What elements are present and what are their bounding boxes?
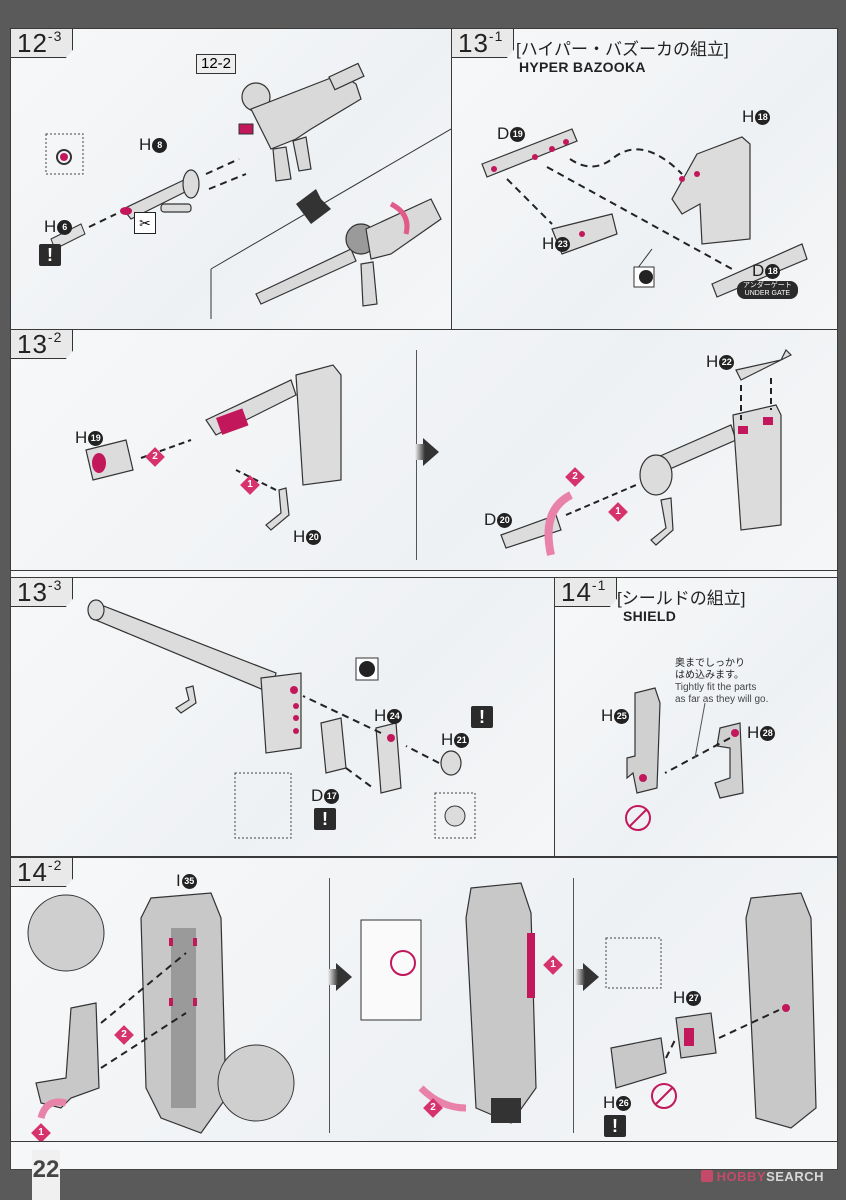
step-divider [573, 878, 574, 1133]
no-cut-icon [625, 805, 651, 831]
brand-watermark: HOBBYSEARCH [700, 1169, 824, 1184]
rotate-arrow-icon [418, 1085, 467, 1112]
step-14-1-label: 14-1 [555, 578, 618, 607]
h27-part [675, 1012, 717, 1059]
rifle-assembly-illustration [45, 62, 451, 319]
detail-box [234, 772, 292, 839]
shield-title-jp: [シールドの組立] [617, 589, 746, 608]
h21-part [440, 750, 462, 776]
d17-part [320, 717, 347, 774]
h28-part [714, 722, 744, 799]
shield-title-en: SHIELD [623, 608, 677, 624]
next-arrow-icon [328, 963, 352, 991]
caution-icon: ! [604, 1115, 626, 1137]
caution-icon: ! [39, 244, 61, 266]
detail-box [605, 937, 662, 989]
h26-part [610, 1037, 667, 1089]
detail-box [360, 919, 422, 1021]
bazooka-magazine-illustration [87, 599, 476, 839]
bazooka-grip-illustration [85, 348, 793, 556]
step-12-3-label: 12-3 [11, 29, 74, 58]
step-12-3-panel: 12-3 12-2 [10, 28, 452, 330]
ref-step-12-2-tag: 12-2 [196, 54, 237, 74]
order-2-marker: 2 [423, 1098, 443, 1118]
caution-icon: ! [314, 808, 336, 830]
step-14-2-label: 14-2 [11, 858, 74, 887]
step-14-1-panel: 14-1 [シールドの組立] SHIELD 奥までしっかり はめ込みます。 Ti… [554, 577, 838, 857]
step-13-3-label: 13-3 [11, 578, 74, 607]
shield-grip-illustration [625, 687, 744, 831]
next-arrow-icon [575, 963, 599, 991]
page-number: 22 [32, 1150, 60, 1200]
step-13-2-label: 13-2 [11, 330, 74, 359]
flame-logo-icon [700, 1170, 713, 1182]
order-1-marker: 1 [240, 475, 260, 495]
order-2-marker: 2 [565, 467, 585, 487]
step-divider [329, 878, 330, 1133]
shield-assembly-illustration [27, 882, 817, 1134]
cut-gate-icon: ✂ [134, 212, 156, 234]
zoom-detail-circle [217, 1044, 295, 1122]
down-arrow-icon [296, 189, 331, 224]
d18-part [711, 243, 808, 298]
h24-part [375, 722, 402, 794]
h20-part [265, 487, 290, 531]
hyper-bazooka-title-jp: [ハイパー・バズーカの組立] [516, 40, 729, 59]
caution-icon: ! [471, 706, 493, 728]
step-13-2-panel: 13-2 2 1 [10, 329, 838, 571]
rotate-arrow-icon [37, 1098, 67, 1120]
tight-fit-note: 奥までしっかり はめ込みます。 Tightly fit the parts as… [675, 658, 769, 705]
h8-stock-part [122, 169, 200, 220]
d19-part [481, 128, 578, 178]
rifle-body [241, 62, 365, 182]
rotate-arrow-icon [544, 491, 574, 556]
rifle-rotated [255, 198, 442, 307]
zoom-detail-circle [27, 894, 105, 972]
order-2-marker: 2 [114, 1025, 134, 1045]
h18-part [671, 136, 751, 245]
step-14-2-panel: 14-2 [10, 857, 838, 1142]
grip-part [35, 1002, 100, 1109]
order-1-marker: 1 [608, 502, 628, 522]
order-2-marker: 2 [145, 447, 165, 467]
hyper-bazooka-title-en: HYPER BAZOOKA [519, 59, 646, 75]
step-13-1-label: 13-1 [452, 29, 515, 58]
detail-box [434, 792, 476, 839]
order-1-marker: 1 [31, 1123, 51, 1141]
h25-part [626, 687, 661, 794]
h22-part [735, 348, 793, 381]
next-arrow-icon [415, 438, 439, 466]
order-1-marker: 1 [543, 955, 563, 975]
shield-complete-part [745, 892, 817, 1129]
rotate-arrow-icon [389, 201, 410, 235]
no-cut-icon [651, 1083, 677, 1109]
